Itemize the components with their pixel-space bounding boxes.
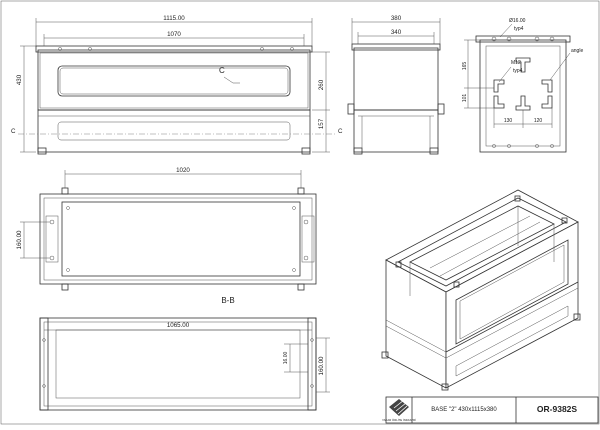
side-view: 380 340: [347, 15, 445, 155]
top-outer-frame: [39, 193, 317, 285]
section-dim-small: 16.00: [283, 352, 289, 365]
cut-label-right: C: [338, 128, 343, 135]
side-plinth: [353, 109, 439, 153]
section-dim-height: 160.00: [318, 356, 325, 375]
dim-right-lower: 157: [318, 118, 325, 129]
company-logo: [389, 399, 409, 416]
front-window: [57, 65, 291, 97]
front-top-flange: [35, 45, 313, 53]
angle-bracket-tr: [541, 79, 553, 93]
title-block: YAKAR ÖRLİTE İNDASTRİ BASE "2" 430x1115x…: [382, 396, 599, 424]
cut-label-left: C: [11, 128, 16, 135]
dim-height: 430: [16, 74, 23, 85]
section-view: 1065.00 16.00 160.00: [39, 317, 330, 411]
detail-frame: [479, 39, 567, 153]
dim-165: 165: [462, 62, 468, 71]
front-upper-panel: [37, 49, 311, 111]
iso-window: [455, 239, 569, 345]
top-opening: [61, 201, 301, 277]
part-description: BASE "2" 430x1115x380: [431, 407, 497, 413]
section-outer-frame: [39, 317, 317, 411]
dim-130: 130: [504, 118, 513, 124]
section-marker: C: [219, 66, 225, 75]
side-upper-panel: [353, 47, 439, 111]
dim-101: 101: [462, 94, 468, 103]
angle-bracket-bl: [493, 95, 505, 109]
hole-qty: typ4: [514, 26, 524, 32]
section-dim-width: 1065.00: [167, 322, 190, 329]
thread-qty: typ4: [513, 68, 523, 74]
section-label: B-B: [221, 296, 234, 305]
dim-inner-depth: 340: [391, 29, 402, 36]
detail-view: Ø16.00 typ4 angle M12 typ4 165 101 130 1…: [462, 18, 583, 153]
thread-label: M12: [511, 60, 521, 66]
dim-inner-width: 1070: [167, 31, 181, 38]
angle-bracket-br: [541, 95, 553, 109]
front-plinth: [37, 109, 311, 153]
dim-right-upper: 260: [318, 79, 325, 90]
top-view: 1020 160.00 B-B: [16, 167, 317, 305]
isometric-view: [381, 189, 581, 391]
angle-bracket-tl: [493, 79, 505, 93]
part-number: OR-9382S: [537, 404, 577, 414]
company-name: YAKAR ÖRLİTE İNDASTRİ: [382, 417, 416, 422]
top-dim-depth: 160.00: [16, 230, 23, 249]
iso-side-face: [445, 221, 579, 389]
dim-120: 120: [534, 118, 543, 124]
dim-depth: 380: [391, 15, 402, 22]
angle-label: angle: [571, 48, 583, 54]
dim-total-width: 1115.00: [163, 15, 185, 22]
hole-label: Ø16.00: [509, 18, 526, 24]
front-view: C C C 1115.00 1070 430 260 157: [11, 15, 343, 155]
top-dim-width: 1020: [176, 167, 190, 174]
